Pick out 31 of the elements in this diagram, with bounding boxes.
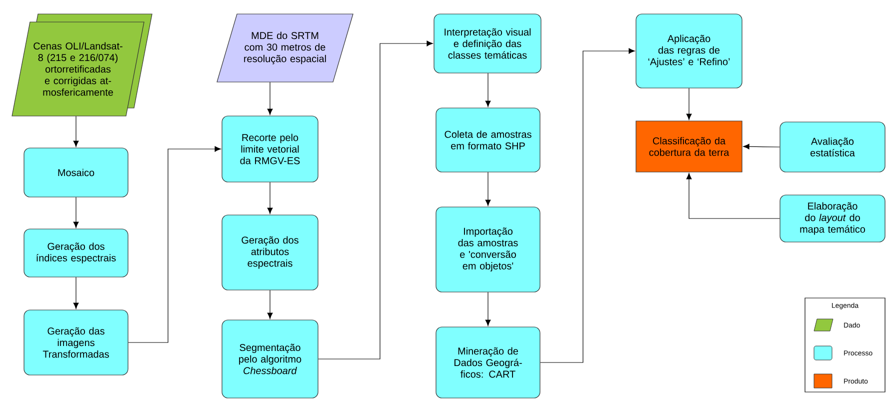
process-box: Mosaico xyxy=(24,148,128,198)
product-box: Classificação da cobertura da terra xyxy=(636,120,742,172)
arrow xyxy=(73,116,79,147)
process-box: Avaliação estatística xyxy=(780,122,886,172)
arrow xyxy=(73,277,79,309)
arrow xyxy=(686,88,692,120)
process-box: Importação das amostras e 'conversão em objetos' xyxy=(436,206,540,292)
process-box: Coleta de amostras em formato SHP xyxy=(436,108,540,172)
process-box: Recorte pelo limite vetorial da RMGV-ES xyxy=(222,116,318,182)
arrow xyxy=(540,48,635,363)
process-box: Geração dos atributos espectrais xyxy=(222,214,318,290)
arrow xyxy=(485,172,491,206)
process-box: Mineração de Dados Geográ- ficos: CART xyxy=(436,326,540,398)
arrow xyxy=(485,73,491,107)
arrow xyxy=(318,40,433,360)
process-box: Geração dos índices espectrais xyxy=(24,228,128,278)
arrow xyxy=(128,146,221,343)
arrow xyxy=(267,82,273,115)
arrow xyxy=(485,292,491,326)
arrow xyxy=(267,290,273,319)
process-box: Segmentação pelo algoritmo Chessboard xyxy=(222,320,318,398)
arrow xyxy=(686,173,780,219)
process-box: Elaboração do layout do mapa temático xyxy=(780,194,886,242)
arrow xyxy=(267,182,273,214)
process-box: Geração das imagens Transformadas xyxy=(24,310,128,376)
arrow xyxy=(743,144,780,150)
data-parallelogram: Cenas OLI/Landsat-8 (215 e 216/074) ortorretificadas e corrigidas at- mosfericamente xyxy=(12,14,152,116)
arrow xyxy=(73,197,79,228)
process-box: Interpretação visual e definição das classes temáticas xyxy=(434,14,542,74)
data-parallelogram: MDE do SRTM com 30 metros de resolução espacial xyxy=(216,14,354,82)
process-box: Aplicação das regras de ‘Ajustes’ e ‘Refino’ xyxy=(636,14,742,88)
